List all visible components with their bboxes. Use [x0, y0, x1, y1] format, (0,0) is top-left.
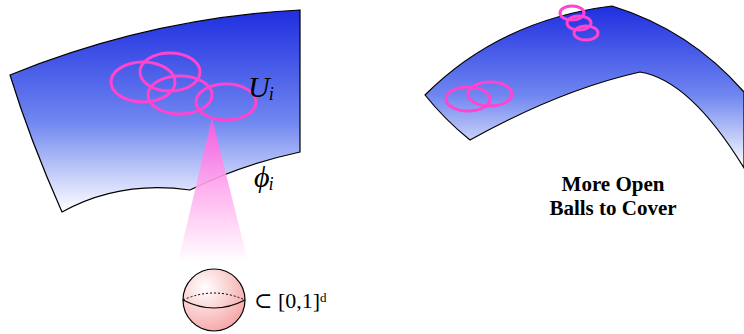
inclusion-label: ⊂ [0,1]ᵈ: [254, 288, 327, 313]
open-balls: [446, 6, 598, 111]
caption-note: More Open Balls to Cover: [548, 172, 678, 220]
map-label: ϕᵢ: [254, 160, 274, 195]
manifold-sheet: [10, 10, 300, 212]
unit-ball: [183, 269, 245, 331]
manifold-sheet: [425, 6, 744, 168]
open-balls: [111, 53, 256, 120]
chart-beam: [178, 118, 248, 262]
set-label: Uᵢ: [248, 70, 274, 105]
